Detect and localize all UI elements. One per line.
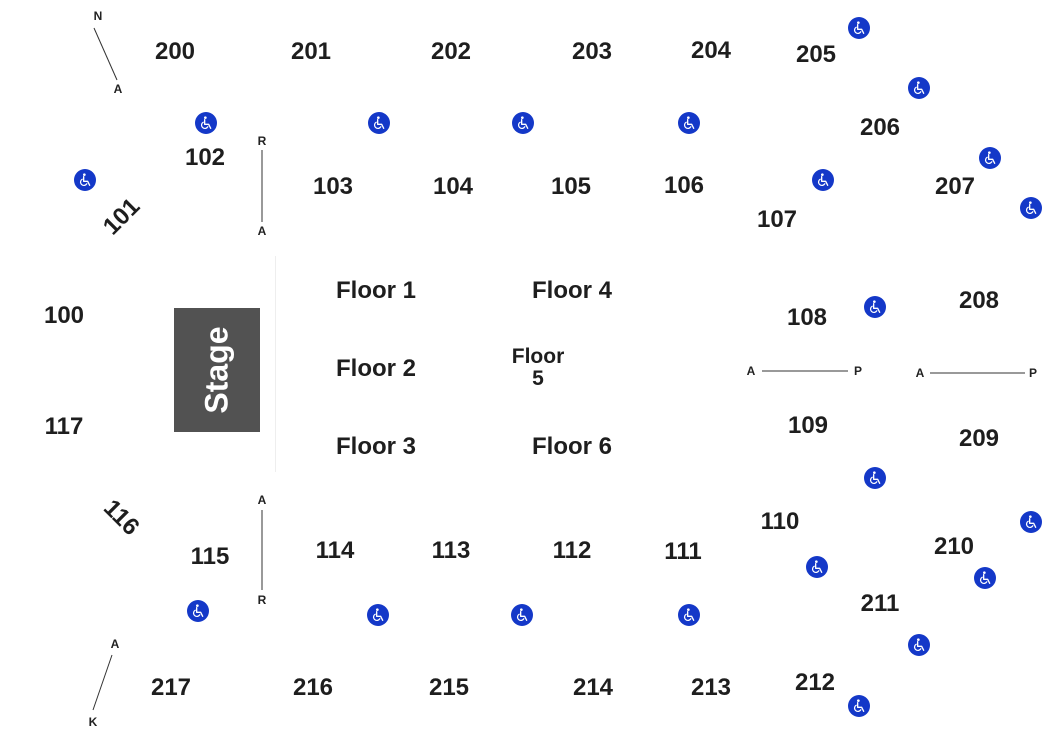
row-marker-a: A bbox=[257, 224, 267, 238]
wheelchair-icon bbox=[812, 169, 834, 191]
section-205[interactable]: 205 bbox=[795, 41, 837, 68]
row-marker-a: A bbox=[746, 364, 756, 378]
row-marker-a: A bbox=[257, 493, 267, 507]
wheelchair-icon bbox=[678, 112, 700, 134]
section-200[interactable]: 200 bbox=[154, 38, 196, 65]
wheelchair-icon bbox=[979, 147, 1001, 169]
wheelchair-icon bbox=[864, 296, 886, 318]
wheelchair-icon bbox=[908, 634, 930, 656]
floor-5-label-line2: 5 bbox=[532, 367, 544, 390]
row-marker-a: A bbox=[113, 82, 123, 96]
floor-5-label-line1: Floor bbox=[511, 344, 565, 368]
section-113[interactable]: 113 bbox=[431, 537, 471, 564]
wheelchair-icon bbox=[848, 17, 870, 39]
section-106[interactable]: 106 bbox=[663, 172, 705, 199]
section-208[interactable]: 208 bbox=[958, 287, 1000, 314]
section-211[interactable]: 211 bbox=[860, 590, 900, 617]
row-marker-k: K bbox=[88, 715, 98, 729]
section-214[interactable]: 214 bbox=[572, 674, 614, 701]
section-201[interactable]: 201 bbox=[290, 38, 332, 65]
section-217[interactable]: 217 bbox=[150, 674, 192, 701]
wheelchair-icon bbox=[1020, 511, 1042, 533]
wheelchair-icon bbox=[848, 695, 870, 717]
section-204[interactable]: 204 bbox=[690, 37, 732, 64]
section-111[interactable]: 111 bbox=[664, 538, 702, 565]
wheelchair-icon bbox=[74, 169, 96, 191]
section-209[interactable]: 209 bbox=[958, 425, 1000, 452]
section-210[interactable]: 210 bbox=[933, 533, 975, 560]
wheelchair-icon bbox=[908, 77, 930, 99]
floor-boundary bbox=[275, 256, 276, 472]
section-107[interactable]: 107 bbox=[756, 206, 798, 233]
wheelchair-icon bbox=[1020, 197, 1042, 219]
section-104[interactable]: 104 bbox=[432, 173, 474, 200]
floor-1[interactable]: Floor 1 bbox=[335, 277, 417, 304]
row-marker-a: A bbox=[110, 637, 120, 651]
floor-6[interactable]: Floor 6 bbox=[531, 433, 613, 460]
section-117[interactable]: 117 bbox=[44, 413, 84, 440]
section-212[interactable]: 212 bbox=[794, 669, 836, 696]
wheelchair-icon bbox=[187, 600, 209, 622]
floor-2[interactable]: Floor 2 bbox=[335, 355, 417, 382]
section-103[interactable]: 103 bbox=[312, 173, 354, 200]
section-213[interactable]: 213 bbox=[690, 674, 732, 701]
section-207[interactable]: 207 bbox=[934, 173, 976, 200]
wheelchair-icon bbox=[195, 112, 217, 134]
section-110[interactable]: 110 bbox=[760, 508, 800, 535]
wheelchair-icon bbox=[511, 604, 533, 626]
floor-5[interactable]: Floor 5 bbox=[511, 344, 565, 390]
section-114[interactable]: 114 bbox=[315, 537, 355, 564]
wheelchair-icon bbox=[864, 467, 886, 489]
section-206[interactable]: 206 bbox=[859, 114, 901, 141]
section-215[interactable]: 215 bbox=[428, 674, 470, 701]
section-112[interactable]: 112 bbox=[552, 537, 592, 564]
section-102[interactable]: 102 bbox=[184, 144, 226, 171]
stage-label: Stage bbox=[199, 326, 236, 414]
section-203[interactable]: 203 bbox=[571, 38, 613, 65]
section-105[interactable]: 105 bbox=[550, 173, 592, 200]
row-marker-r: R bbox=[257, 134, 267, 148]
section-109[interactable]: 109 bbox=[787, 412, 829, 439]
wheelchair-icon bbox=[806, 556, 828, 578]
floor-3[interactable]: Floor 3 bbox=[335, 433, 417, 460]
floor-4[interactable]: Floor 4 bbox=[531, 277, 613, 304]
row-marker-n: N bbox=[93, 9, 103, 23]
section-108[interactable]: 108 bbox=[786, 304, 828, 331]
wheelchair-icon bbox=[974, 567, 996, 589]
wheelchair-icon bbox=[678, 604, 700, 626]
wheelchair-icon bbox=[368, 112, 390, 134]
row-marker-a: A bbox=[915, 366, 925, 380]
section-202[interactable]: 202 bbox=[430, 38, 472, 65]
wheelchair-icon bbox=[512, 112, 534, 134]
row-marker-r: R bbox=[257, 593, 267, 607]
row-marker-p: P bbox=[853, 364, 863, 378]
row-marker-p: P bbox=[1028, 366, 1038, 380]
section-115[interactable]: 115 bbox=[190, 543, 230, 570]
stage: Stage bbox=[174, 308, 260, 432]
section-100[interactable]: 100 bbox=[43, 302, 85, 329]
wheelchair-icon bbox=[367, 604, 389, 626]
section-216[interactable]: 216 bbox=[292, 674, 334, 701]
